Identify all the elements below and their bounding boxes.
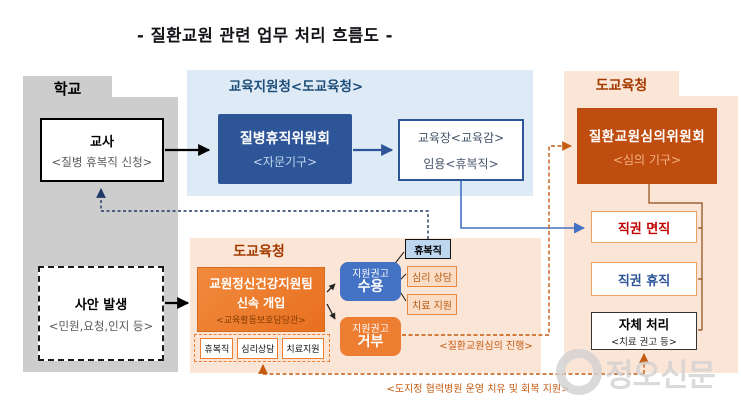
- superintendent-box: 교육장<교육감> 임용<휴복직>: [398, 119, 524, 181]
- self-handle-title: 자체 처리: [618, 317, 670, 332]
- note-review-progress: <질환교원심의 진행>: [439, 341, 533, 352]
- leave-box: 직권 휴직: [591, 262, 697, 296]
- outcome-leave-box: 휴복직: [405, 239, 451, 259]
- team-line2: 신속 개입: [236, 296, 286, 310]
- superintendent-line2: 임용<휴복직>: [423, 156, 499, 171]
- provincial-office-label: 도교육청: [595, 78, 648, 94]
- mental-health-team-box: 교원정신건강지원팀 신속 개입 <교육활동보호담당관>: [197, 267, 325, 332]
- support-team-panel-label: 도교육청: [233, 244, 285, 260]
- teacher-box: 교사 <질병 휴복직 신청>: [40, 118, 164, 182]
- review-committee-title: 질환교원심의위원회: [588, 128, 706, 145]
- team-line1: 교원정신건강지원팀: [209, 276, 313, 291]
- reject-box: 지원권고 거부: [340, 317, 401, 356]
- measure-leave: 휴복직: [200, 337, 234, 359]
- sick-leave-committee-subtitle: <자문기구>: [252, 155, 318, 169]
- review-committee-subtitle: <심의 기구>: [612, 152, 682, 167]
- accept-box: 지원권고 수용: [340, 262, 401, 301]
- school-panel-tab: [23, 76, 112, 98]
- incident-box: 사안 발생 <민원,요청,인지 등>: [38, 266, 164, 361]
- provincial-office-panel-tab: [564, 71, 679, 97]
- diagram-title: - 질환교원 관련 업무 처리 흐름도 -: [136, 26, 393, 45]
- teacher-title: 교사: [90, 134, 114, 150]
- teacher-subtitle: <질병 휴복직 신청>: [51, 154, 153, 169]
- measures-container: 휴복직 심리상담 치료지원: [194, 334, 330, 362]
- measure-counsel: 심리상담: [237, 337, 279, 359]
- outcome-treatment-box: 치료 지원: [407, 294, 457, 315]
- education-office-label: 교육지원청<도교육청>: [228, 79, 364, 95]
- school-label: 학교: [53, 80, 82, 98]
- note-hospital-support: <도지정 협력병원 운영 치유 및 회복 지원>: [386, 384, 570, 395]
- sick-leave-committee-title: 질병휴직위원회: [239, 131, 331, 147]
- incident-title: 사안 발생: [74, 297, 128, 313]
- review-committee-box: 질환교원심의위원회 <심의 기구>: [577, 108, 717, 184]
- accept-line1: 지원권고: [352, 268, 389, 280]
- self-handle-box: 자체 처리 <치료 권고 등>: [591, 312, 697, 350]
- dismissal-box: 직권 면직: [591, 211, 697, 243]
- self-handle-subtitle: <치료 권고 등>: [611, 337, 677, 348]
- team-line3: <교육활동보호담당관>: [216, 316, 306, 326]
- accept-line2: 수용: [357, 278, 384, 295]
- incident-subtitle: <민원,요청,인지 등>: [48, 318, 154, 333]
- reject-line2: 거부: [357, 333, 384, 350]
- measure-treatment: 치료지원: [282, 337, 324, 359]
- outcome-counsel-box: 심리 상담: [407, 266, 457, 287]
- reject-line1: 지원권고: [352, 323, 389, 335]
- superintendent-line1: 교육장<교육감>: [417, 130, 505, 145]
- sick-leave-committee-box: 질병휴직위원회 <자문기구>: [218, 114, 352, 184]
